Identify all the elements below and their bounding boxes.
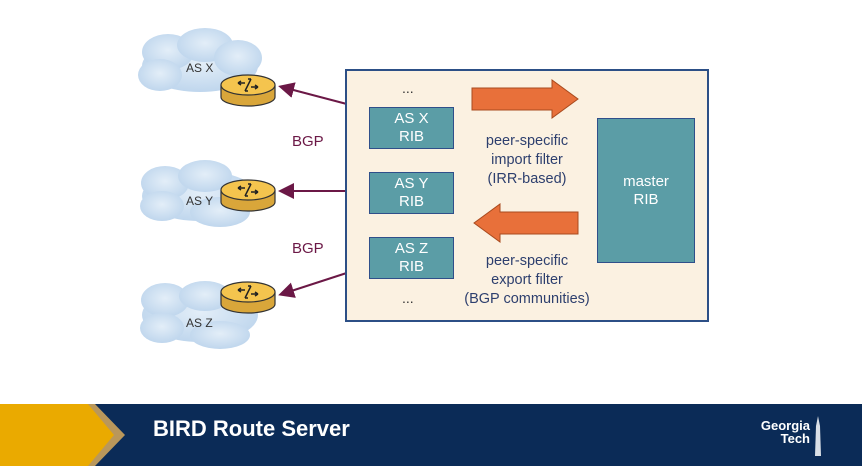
rib-line1: AS Z: [394, 240, 429, 257]
georgia-tech-logo: Georgia Tech: [748, 419, 810, 445]
footer-bar: BIRD Route Server Georgia Tech: [0, 404, 862, 466]
bgp-label: BGP: [292, 133, 324, 150]
export-filter-text: peer-specific export filter (BGP communi…: [452, 252, 602, 309]
rib-line2: RIB: [398, 128, 424, 145]
rib-line1: AS Y: [394, 175, 429, 192]
router-icon: [220, 179, 276, 212]
import-filter-text: peer-specific import filter (IRR-based): [467, 132, 587, 189]
logo-line2: Tech: [780, 431, 810, 446]
as-x-label: AS X: [186, 61, 214, 75]
master-rib: master RIB: [597, 118, 695, 263]
export-filter-line1: peer-specific: [485, 253, 569, 269]
router-icon: [220, 281, 276, 314]
export-filter-line3: (BGP communities): [464, 291, 590, 307]
rib-as-z: AS Z RIB: [369, 237, 454, 279]
cloud-as-x: [138, 28, 262, 92]
master-rib-line1: master: [623, 172, 669, 190]
router-icon: [220, 74, 276, 107]
import-filter-line2: import filter: [491, 152, 563, 168]
diagram-graphics: [138, 28, 366, 349]
master-rib-line2: RIB: [633, 190, 659, 208]
rib-line2: RIB: [398, 258, 424, 275]
ellipsis-top: ...: [402, 80, 414, 96]
import-filter-line1: peer-specific: [485, 133, 569, 149]
as-z-label: AS Z: [186, 316, 213, 330]
as-y-label: AS Y: [186, 194, 214, 208]
import-filter-line3: (IRR-based): [487, 171, 567, 187]
bgp-label: BGP: [292, 240, 324, 257]
rib-line2: RIB: [398, 193, 424, 210]
tower-icon: [815, 416, 821, 456]
logo-line1: Georgia: [760, 418, 810, 433]
slide-title: BIRD Route Server: [153, 416, 350, 441]
rib-line1: AS X: [394, 110, 429, 127]
export-filter-line2: export filter: [491, 272, 563, 288]
rib-as-y: AS Y RIB: [369, 172, 454, 214]
footer-chevron-icon: [0, 404, 125, 466]
ellipsis-bottom: ...: [402, 290, 414, 306]
rib-as-x: AS X RIB: [369, 107, 454, 149]
